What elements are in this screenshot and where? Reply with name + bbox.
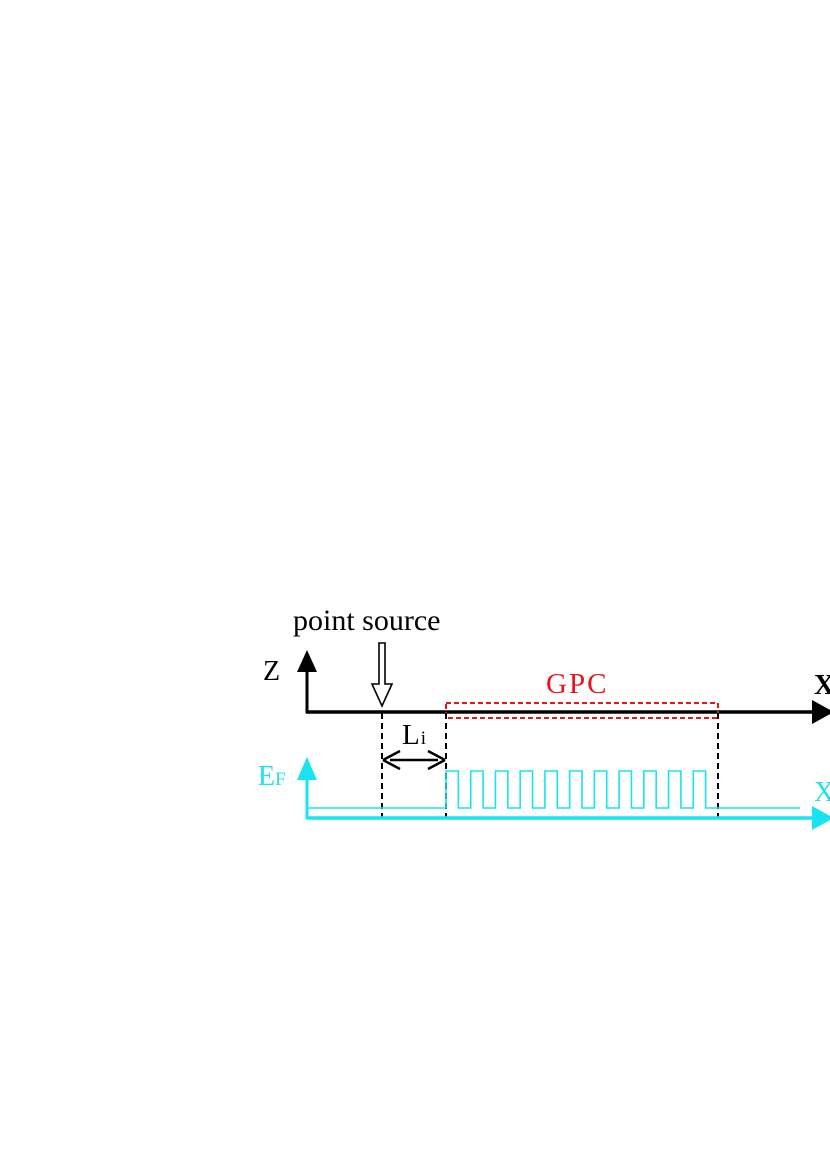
li-label: Li <box>402 719 426 751</box>
point-source-arrow-icon <box>370 642 394 708</box>
z-axis-arrowhead <box>297 650 317 672</box>
point-source: point source <box>293 604 440 708</box>
point-source-label: point source <box>293 604 440 637</box>
x-axis-top-arrowhead <box>812 700 830 724</box>
li-arrowhead-right <box>427 749 446 771</box>
z-axis-label: Z <box>263 656 280 687</box>
ef-axis-label: EF <box>258 761 286 792</box>
li-distance: Li <box>382 719 446 771</box>
li-subscript: i <box>421 728 426 749</box>
guide-lines <box>381 713 719 818</box>
gpc-label: GPC <box>546 668 608 700</box>
ef-subscript: F <box>275 769 286 790</box>
gpc-dashed-box <box>445 702 719 719</box>
x-axis-top-label: X <box>814 670 830 701</box>
bottom-coordinate-system: EF X <box>258 757 830 830</box>
ef-profile-line <box>307 770 800 809</box>
x-axis-bottom-label: X <box>814 777 830 808</box>
ef-axis-arrowhead <box>297 757 317 780</box>
gpc-region: GPC <box>445 668 719 719</box>
x-axis-bottom-arrowhead <box>812 806 830 830</box>
li-arrowhead-left <box>382 749 401 771</box>
top-coordinate-system: Z X <box>263 650 830 724</box>
